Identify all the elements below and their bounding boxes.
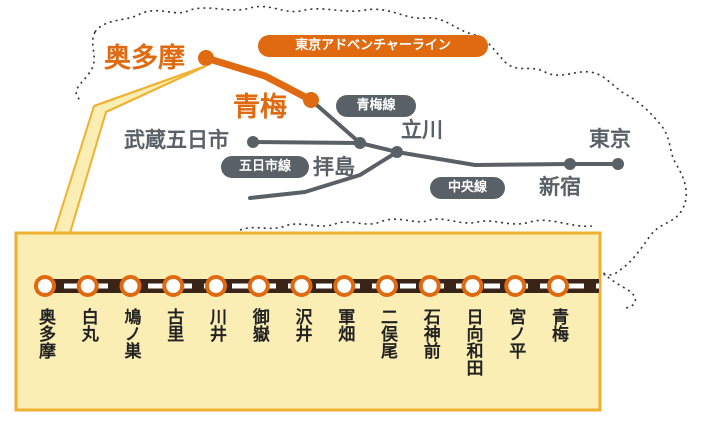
label-ome: 青梅 xyxy=(233,92,287,123)
label-tachikawa: 立川 xyxy=(401,118,443,142)
region-outline-west xyxy=(75,31,96,101)
label-shinjuku: 新宿 xyxy=(539,175,581,199)
badge-adventure-line: 東京アドベンチャーライン xyxy=(258,35,488,57)
chuo-line-track-east xyxy=(395,150,620,167)
strip-station-dot xyxy=(461,275,484,297)
dot-okutama xyxy=(198,50,214,66)
badge-ome-line: 青梅線 xyxy=(336,95,416,117)
strip-station-dot xyxy=(504,275,527,297)
callout-pointer-upper xyxy=(105,65,207,113)
dot-musashi-itsukaichi xyxy=(247,136,259,148)
strip-station-dots xyxy=(34,275,569,297)
strip-station-dot xyxy=(333,275,356,297)
strip-station-dot xyxy=(34,275,56,297)
strip-station-dot xyxy=(119,275,142,297)
callout-pointer-lower xyxy=(93,65,207,107)
itsukaichi-line-track xyxy=(251,140,362,145)
adventure-line-track xyxy=(202,54,315,104)
strip-station-dot xyxy=(205,275,227,297)
station-name: 沢井 xyxy=(291,308,312,342)
strip-station-dot xyxy=(376,275,398,297)
region-outline xyxy=(94,5,688,276)
station-name: 宮ノ平 xyxy=(505,308,526,359)
station-name: 日向和田 xyxy=(462,308,483,376)
dot-ome xyxy=(303,92,319,108)
label-tokyo: 東京 xyxy=(589,127,631,151)
strip-station-dot xyxy=(547,275,569,297)
strip-station-dot xyxy=(76,275,99,297)
station-name: 軍畑 xyxy=(334,308,355,342)
chuo-line-track-west xyxy=(248,150,399,200)
label-musashi-itsukaichi: 武蔵五日市 xyxy=(124,128,229,152)
badge-itsukaichi-line: 五日市線 xyxy=(221,156,309,178)
callout-box xyxy=(14,231,602,412)
label-haijima: 拝島 xyxy=(313,155,355,179)
gray-rail-lines xyxy=(248,98,620,200)
station-name: 鳩ノ巣 xyxy=(120,308,141,359)
strip-station-dot xyxy=(247,275,270,297)
station-name: 奥多摩 xyxy=(35,308,55,359)
station-name: 青梅 xyxy=(548,308,568,342)
station-name: 二俣尾 xyxy=(377,308,397,359)
label-okutama: 奥多摩 xyxy=(104,43,185,74)
strip-station-dot xyxy=(418,275,441,297)
region-outline-east xyxy=(599,267,637,309)
dot-shinjuku xyxy=(564,158,576,170)
station-name: 白丸 xyxy=(77,308,98,342)
dot-tokyo xyxy=(612,158,624,170)
station-name: 石神前 xyxy=(419,308,440,359)
station-name: 古里 xyxy=(163,308,184,342)
station-name: 川井 xyxy=(206,308,226,342)
dot-tachikawa xyxy=(391,146,403,158)
badge-chuo-line: 中央線 xyxy=(430,177,505,199)
station-name: 御嶽 xyxy=(248,308,269,342)
strip-station-dot xyxy=(290,275,313,297)
region-outline-south xyxy=(239,218,593,231)
dot-haijima xyxy=(354,137,366,149)
strip-station-dot xyxy=(162,275,185,297)
